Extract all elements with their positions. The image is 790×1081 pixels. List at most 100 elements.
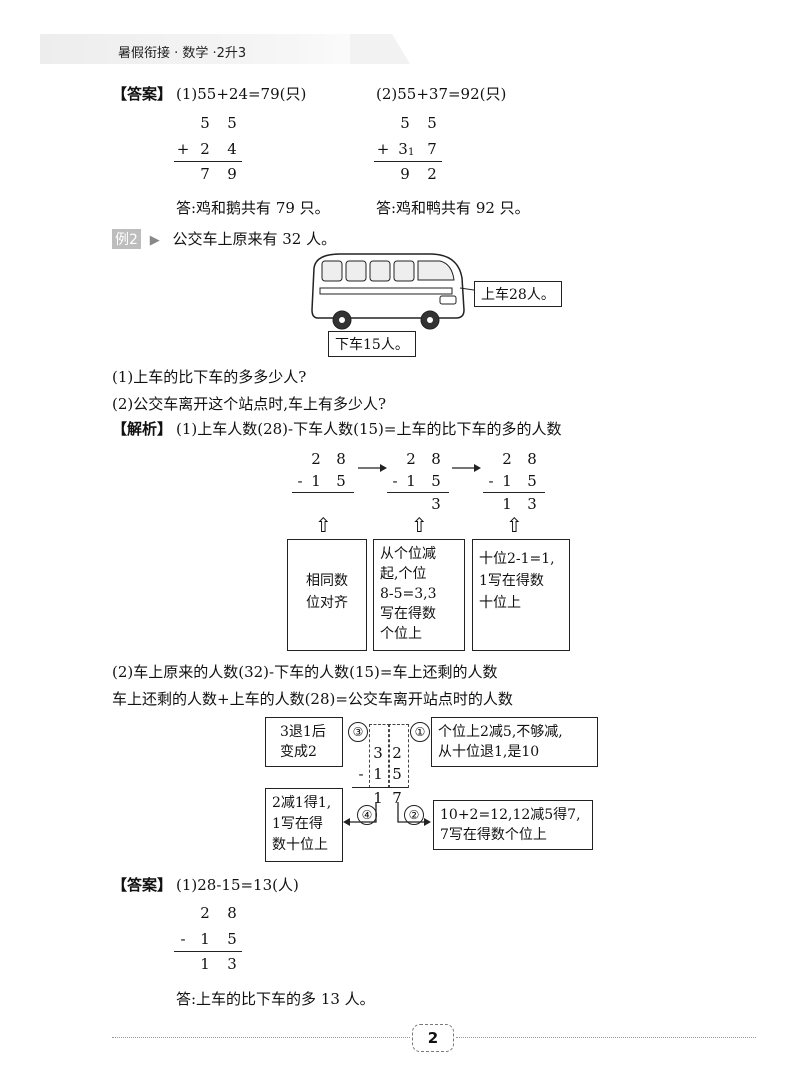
calc-digit: 1 <box>200 930 210 948</box>
explain-box-3: 十位2-1=1, 1写在得数 十位上 <box>472 539 570 651</box>
diag-line: 从十位退1,是10 <box>438 744 540 760</box>
arrow-right-icon <box>452 464 481 472</box>
calc2-result: 9 <box>400 165 410 183</box>
calc-digit: 8 <box>227 904 237 922</box>
diag-result-digit: 7 <box>392 789 402 807</box>
step3-result: 1 <box>502 495 512 513</box>
calc1-digit: 4 <box>227 140 237 158</box>
step3-result: 3 <box>527 495 537 513</box>
diag-line: 7写在得数个位上 <box>440 827 547 843</box>
example-text: 公交车上原来有 32 人。 <box>172 230 337 248</box>
calc-result: 3 <box>227 955 237 973</box>
calc-line <box>174 951 242 952</box>
explain-box-1: 相同数 位对齐 <box>287 539 367 651</box>
footer-rule-left <box>112 1037 410 1038</box>
header-title: 暑假衔接 · 数学 ·2升3 <box>118 46 247 61</box>
step2-line <box>387 492 449 493</box>
step2-digit: 1 <box>406 472 416 490</box>
step-1-marker: ① <box>410 722 430 742</box>
answer-reply2: 答:鸡和鸭共有 92 只。 <box>376 199 530 217</box>
calc1-result: 9 <box>227 165 237 183</box>
explain-line: 8-5=3,3 <box>380 586 437 602</box>
explain-line: 位对齐 <box>306 595 348 611</box>
calc2-carry: 1 <box>408 147 415 158</box>
step3-digit: 5 <box>527 472 537 490</box>
diag-top-digit: 2 <box>392 744 402 762</box>
explain-line: 十位上 <box>479 595 521 611</box>
diag-line <box>352 787 408 788</box>
analysis-line1: (1)上车人数(28)-下车人数(15)=上车的比下车的多的人数 <box>176 420 562 438</box>
diag-minus: - <box>358 765 364 783</box>
diag-box-4: 2减1得1, 1写在得 数十位上 <box>265 788 343 862</box>
callout-board: 上车28人。 <box>474 281 562 307</box>
calc1-op: + <box>176 140 190 158</box>
answer-reply: 答:上车的比下车的多 13 人。 <box>176 990 375 1008</box>
diag-top-digit: 3 <box>373 744 383 762</box>
step1-line <box>292 492 354 493</box>
diag-box-3: 3退1后 变成2 <box>265 717 343 767</box>
diag-line: 个位上2减5,不够减, <box>438 724 563 740</box>
explain-line: 写在得数 <box>380 606 436 622</box>
answer-tag: 【答案】 <box>112 876 173 894</box>
callout-alight: 下车15人。 <box>328 331 416 357</box>
diag-result-digit: 1 <box>373 789 383 807</box>
footer-rule-right <box>456 1037 756 1038</box>
calc1-digit: 5 <box>227 114 237 132</box>
page-number: 2 <box>412 1024 454 1052</box>
diag-box-1: 个位上2减5,不够减, 从十位退1,是10 <box>431 717 598 767</box>
step2-minus: - <box>392 472 398 490</box>
diag-line: 1写在得 <box>272 816 323 832</box>
explain-line: 十位2-1=1, <box>479 551 555 567</box>
analysis-line3: 车上还剩的人数+上车的人数(28)=公交车离开站点时的人数 <box>112 690 513 708</box>
header-band <box>40 34 402 64</box>
up-arrow-icon: ⇧ <box>411 513 428 537</box>
example-heading: 例2 ▶ 公交车上原来有 32 人。 <box>112 228 336 249</box>
step3-minus: - <box>488 472 494 490</box>
step2-digit: 2 <box>406 450 416 468</box>
arrow-left-icon <box>343 802 377 826</box>
diag-line: 数十位上 <box>272 837 328 853</box>
step2-digit: 8 <box>431 450 441 468</box>
diag-mid-digit: 5 <box>392 765 402 783</box>
calc-op: - <box>180 930 186 948</box>
answer-part1: (1)55+24=79(只) <box>176 85 307 103</box>
step-3-marker: ③ <box>348 722 368 742</box>
analysis-tag: 【解析】 <box>112 420 173 438</box>
diag-line: 10+2=12,12减5得7, <box>440 807 581 823</box>
calc2-result: 2 <box>427 165 437 183</box>
question-2: (2)公交车离开这个站点时,车上有多少人? <box>112 395 387 413</box>
calc2-digit: 5 <box>427 114 437 132</box>
step3-line <box>483 492 545 493</box>
step1-digit: 8 <box>336 450 346 468</box>
step3-digit: 2 <box>502 450 512 468</box>
answer-part2: (2)55+37=92(只) <box>376 85 507 103</box>
calc1-result: 7 <box>200 165 210 183</box>
calc-digit: 5 <box>227 930 237 948</box>
step3-digit: 8 <box>527 450 537 468</box>
step1-minus: - <box>297 472 303 490</box>
example-tag: 例2 <box>112 229 141 249</box>
calc2-digit: 3 <box>398 140 408 158</box>
step-4-marker: ④ <box>357 805 377 825</box>
calc-result: 1 <box>200 955 210 973</box>
calc1-line <box>174 161 242 162</box>
answer-part1: (1)28-15=13(人) <box>176 876 299 894</box>
answer-reply1: 答:鸡和鹅共有 79 只。 <box>176 199 330 217</box>
step2-result: 3 <box>431 495 441 513</box>
step1-digit: 1 <box>311 472 321 490</box>
step1-digit: 5 <box>336 472 346 490</box>
step3-digit: 1 <box>502 472 512 490</box>
answer-tag: 【答案】 <box>112 85 173 103</box>
calc1-digit: 2 <box>200 140 210 158</box>
question-1: (1)上车的比下车的多多少人? <box>112 368 307 386</box>
diag-mid-digit: 1 <box>373 765 383 783</box>
explain-line: 起,个位 <box>380 566 427 582</box>
bus-illustration <box>311 253 475 330</box>
calc-digit: 2 <box>200 904 210 922</box>
up-arrow-icon: ⇧ <box>315 513 332 537</box>
triangle-icon: ▶ <box>149 233 160 248</box>
diag-box-2: 10+2=12,12减5得7, 7写在得数个位上 <box>433 800 593 850</box>
explain-line: 1写在得数 <box>479 573 544 589</box>
diag-line: 3退1后 <box>280 724 326 740</box>
step2-digit: 5 <box>431 472 441 490</box>
